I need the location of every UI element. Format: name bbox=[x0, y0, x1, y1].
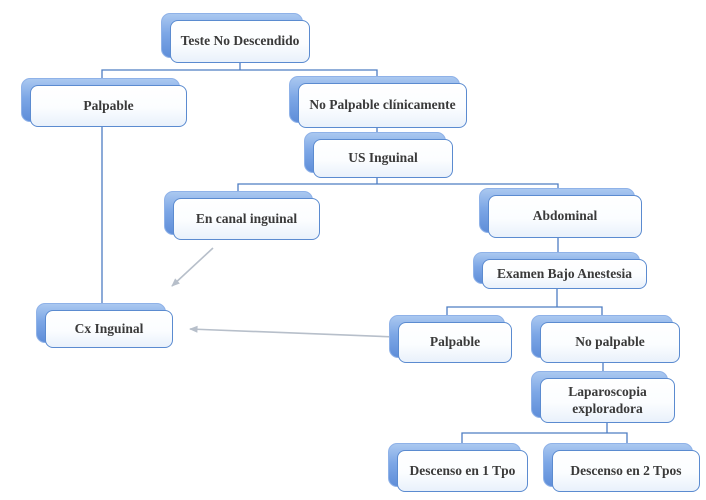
node-label: No palpable bbox=[540, 322, 680, 363]
node-label: Descenso en 1 Tpo bbox=[397, 450, 528, 492]
node-no-palpable-bottom: No palpable bbox=[531, 315, 680, 363]
node-label: En canal inguinal bbox=[173, 198, 320, 240]
node-descenso-en-2-tpos: Descenso en 2 Tpos bbox=[543, 443, 700, 492]
node-label: Laparoscopia exploradora bbox=[540, 378, 675, 423]
node-label: Examen Bajo Anestesia bbox=[482, 259, 647, 289]
node-examen-bajo-anestesia: Examen Bajo Anestesia bbox=[473, 252, 647, 289]
node-label: Cx Inguinal bbox=[45, 310, 173, 348]
node-descenso-en-1-tpo: Descenso en 1 Tpo bbox=[388, 443, 528, 492]
arrow-palpable-to-cx-inguinal bbox=[189, 325, 397, 338]
node-label: No Palpable clínicamente bbox=[298, 83, 467, 128]
arrow-en-canal-to-cx-inguinal bbox=[171, 247, 214, 287]
node-label: Abdominal bbox=[488, 195, 642, 238]
node-palpable-bottom: Palpable bbox=[389, 315, 512, 363]
node-teste-no-descendido: Teste No Descendido bbox=[161, 13, 310, 63]
node-abdominal: Abdominal bbox=[479, 188, 642, 238]
node-laparoscopia-exploradora: Laparoscopia exploradora bbox=[531, 371, 675, 423]
node-cx-inguinal: Cx Inguinal bbox=[36, 303, 173, 348]
node-no-palpable-clinicamente: No Palpable clínicamente bbox=[289, 76, 467, 128]
node-label: Descenso en 2 Tpos bbox=[552, 450, 700, 492]
node-us-inguinal: US Inguinal bbox=[304, 132, 453, 178]
node-label: Palpable bbox=[398, 322, 512, 363]
node-label: Palpable bbox=[30, 85, 187, 127]
node-label: Teste No Descendido bbox=[170, 20, 310, 63]
node-palpable-left: Palpable bbox=[21, 78, 187, 127]
node-label: US Inguinal bbox=[313, 139, 453, 178]
node-en-canal-inguinal: En canal inguinal bbox=[164, 191, 320, 240]
